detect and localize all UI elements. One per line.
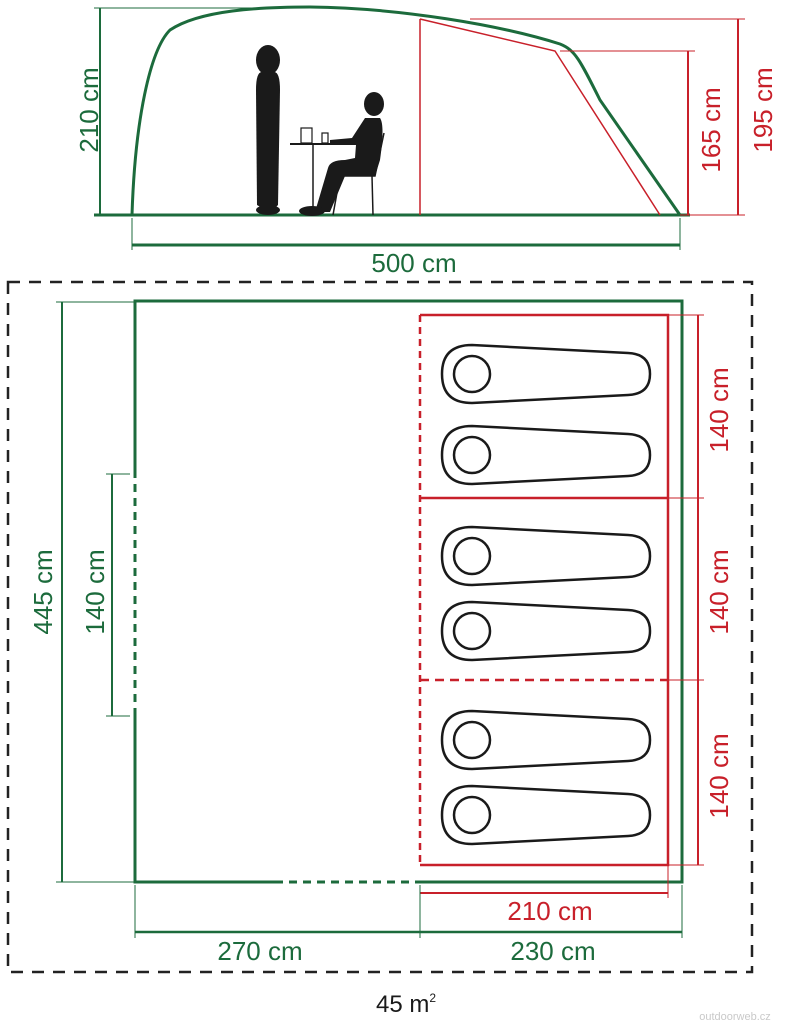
watermark: outdoorweb.cz xyxy=(699,1011,771,1023)
standing-person-icon xyxy=(256,45,280,215)
bedroom-dimensions xyxy=(420,314,704,898)
sleeping-bag-icon xyxy=(440,784,652,846)
label-length-500: 500 cm xyxy=(371,248,456,278)
label-sleeping-length: 230 cm xyxy=(510,936,595,966)
sleeping-bag-icon xyxy=(440,709,652,771)
label-area: 45 m2 xyxy=(376,991,436,1018)
label-bedroom-3-width: 140 cm xyxy=(704,733,734,818)
pillow-icon xyxy=(452,720,492,760)
label-height-195: 195 cm xyxy=(748,67,778,152)
area-value: 45 m xyxy=(376,991,429,1018)
tent-floor-outline xyxy=(133,299,684,884)
pillow-icon xyxy=(452,795,492,835)
label-depth-445: 445 cm xyxy=(28,549,58,634)
length-dimensions xyxy=(134,885,683,938)
chair-icon xyxy=(332,132,385,216)
label-bedroom-length: 210 cm xyxy=(507,896,592,926)
sitting-person-icon xyxy=(299,92,384,216)
area-unit-superscript: 2 xyxy=(429,991,436,1005)
sleeping-bag-icon xyxy=(440,343,652,405)
pillow-icon xyxy=(452,611,492,651)
pillow-icon xyxy=(452,536,492,576)
label-living-length: 270 cm xyxy=(217,936,302,966)
label-bedroom-2-width: 140 cm xyxy=(704,549,734,634)
label-height-210: 210 cm xyxy=(74,67,104,152)
pillow-icon xyxy=(452,354,492,394)
label-bedroom-1-width: 140 cm xyxy=(704,367,734,452)
inner-roof xyxy=(419,18,661,216)
label-height-165: 165 cm xyxy=(696,87,726,172)
inner-bedroom-outline xyxy=(418,313,670,867)
sleeping-bags xyxy=(440,343,652,846)
sleeping-bag-icon xyxy=(440,525,652,587)
side-view: 210 cm 165 cm 195 cm 500 cm xyxy=(74,5,778,278)
floor-plan: 445 cm 140 cm 140 cm 140 cm 140 cm 210 c… xyxy=(6,280,771,1023)
footprint-outline xyxy=(6,280,754,974)
tent-outline xyxy=(130,5,682,216)
pillow-icon xyxy=(452,435,492,475)
sleeping-bag-icon xyxy=(440,600,652,662)
label-door-140: 140 cm xyxy=(80,549,110,634)
sleeping-bag-icon xyxy=(440,424,652,486)
